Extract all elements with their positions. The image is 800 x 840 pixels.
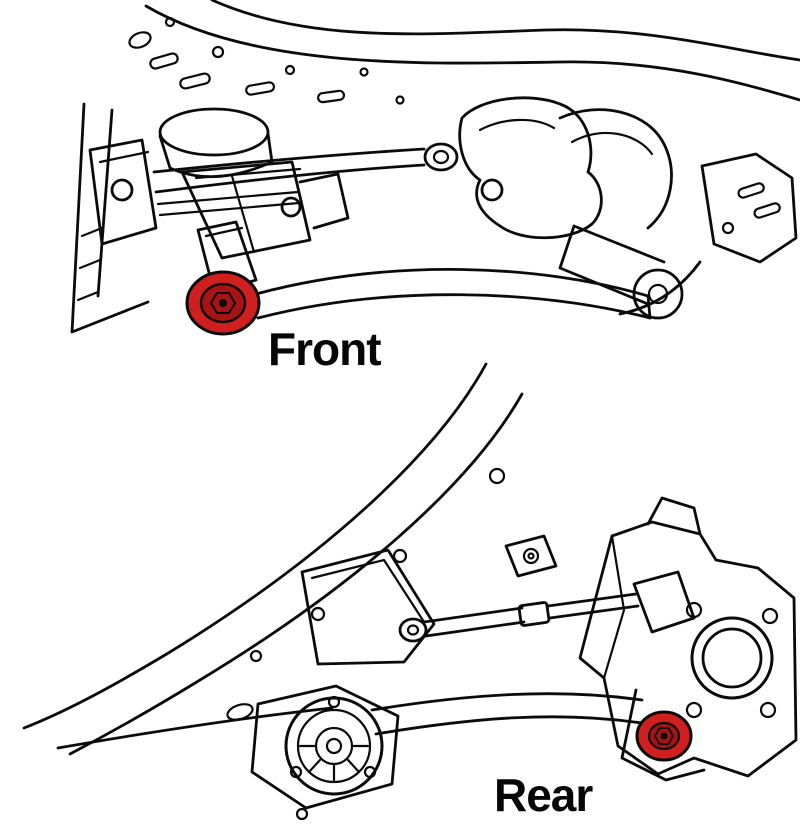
frame-rail bbox=[144, 0, 800, 102]
rear-bushing-highlight bbox=[635, 710, 693, 762]
front-suspension-illustration bbox=[70, 0, 800, 336]
front-bushing-bolt-icon bbox=[219, 299, 227, 307]
shock-and-spring-assembly bbox=[458, 96, 684, 320]
rear-bushing-bolt-icon bbox=[660, 732, 668, 740]
rear-knuckle bbox=[578, 496, 798, 778]
chassis-bracket bbox=[300, 548, 436, 666]
rear-label: Rear bbox=[494, 769, 593, 821]
spring-seat-plate bbox=[250, 684, 400, 821]
frame-left-edge bbox=[70, 102, 150, 334]
frame-rail-holes bbox=[128, 16, 405, 105]
frame-rail-holes bbox=[226, 467, 506, 721]
lower-control-arm bbox=[370, 692, 650, 736]
ball-joint-housing bbox=[158, 107, 350, 260]
rear-bushing-bracket bbox=[620, 688, 706, 782]
lower-control-arm bbox=[254, 268, 652, 320]
rear-suspension-illustration bbox=[22, 362, 798, 821]
upper-control-arm bbox=[398, 534, 696, 643]
frame-mount-plate bbox=[618, 152, 798, 316]
front-bushing-bracket bbox=[196, 220, 258, 294]
front-bushing-highlight bbox=[185, 270, 261, 336]
frame-rail bbox=[22, 362, 524, 756]
front-label: Front bbox=[268, 323, 382, 375]
upper-control-arm bbox=[88, 138, 459, 246]
